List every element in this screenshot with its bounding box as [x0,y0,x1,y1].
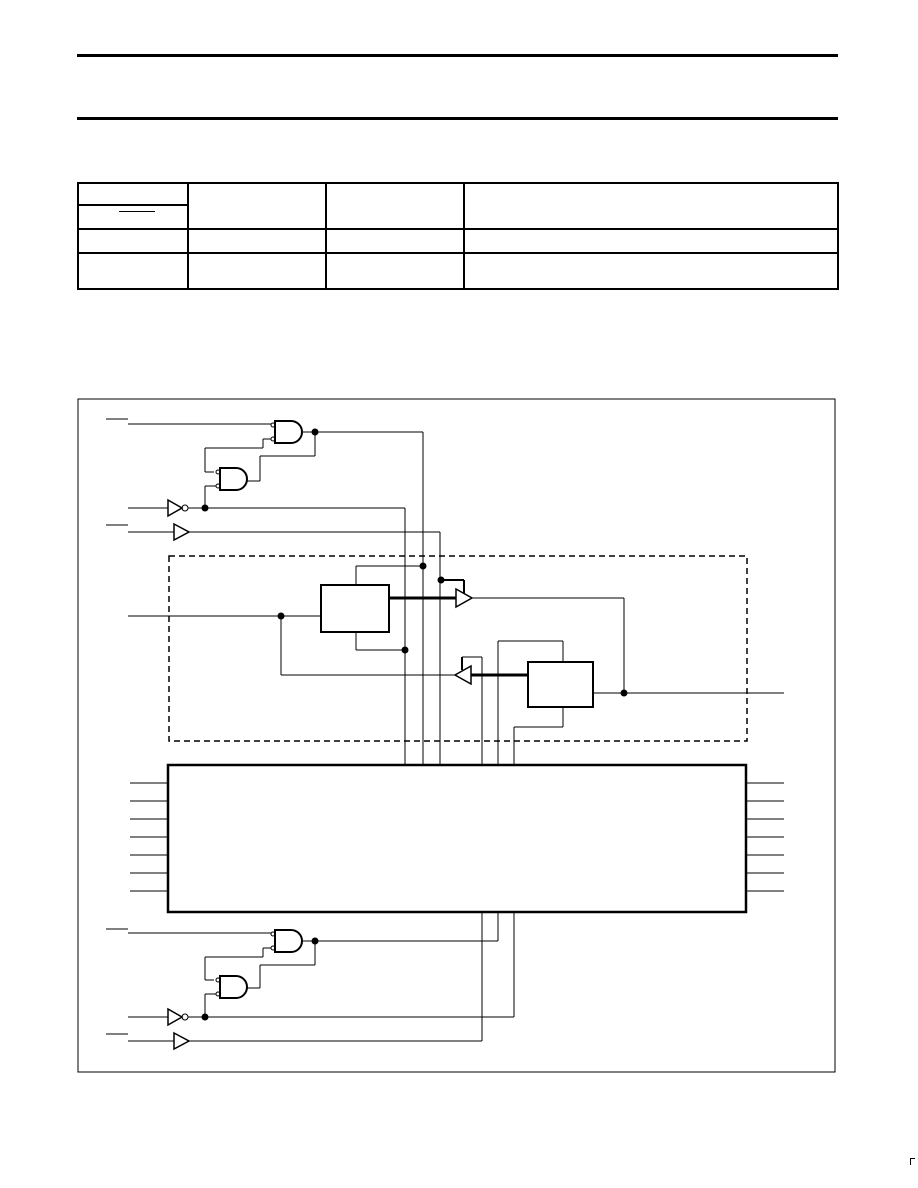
tristate-buffer-icon [455,587,474,609]
register-block [320,584,390,633]
table-row [77,228,839,254]
table-cell [77,252,189,290]
inversion-bubble-icon [215,977,221,983]
io-cell [128,555,784,765]
table-header-subcell [77,204,189,230]
dashed-boundary [168,555,748,742]
buffer-icon [173,522,191,542]
table-cell [77,228,189,254]
table-row [77,252,839,290]
table-cell [325,228,465,254]
top-control-logic [106,418,440,542]
inversion-bubble-icon [215,469,221,475]
and-gate-icon [274,929,303,953]
spec-table [77,182,839,290]
core-block [166,763,748,914]
table-cell [463,228,839,254]
and-gate-icon [274,420,303,444]
left-pin-lines [130,782,168,892]
bottom-control-logic [106,912,515,1051]
table-cell [325,252,465,290]
table-header-cell [77,182,189,206]
corner-mark [910,1158,915,1165]
table-cell [463,252,839,290]
buffer-icon [173,1031,191,1051]
header-rule-top [77,54,838,57]
table-header-cell [187,182,327,230]
table-header-cell [325,182,465,230]
register-block [527,661,594,708]
inversion-bubble-icon [270,422,276,428]
junction-dot [201,1013,209,1021]
junction-dot [620,689,628,697]
inverter-icon [167,1007,184,1027]
and-gate-icon [219,467,248,491]
overbar-mark [119,211,155,212]
table-cell [187,252,327,290]
right-pin-lines [746,782,784,892]
inverter-icon [167,498,184,518]
tristate-buffer-icon [453,664,472,686]
and-gate-icon [219,975,248,999]
diagram-frame [77,398,836,1073]
table-header-cell [463,182,839,230]
core-array-block [130,763,784,914]
table-header-row [77,182,839,230]
header-rule-bottom [77,117,838,120]
table-header-subrow [77,204,838,230]
junction-dot [201,504,209,512]
inversion-bubble-icon [270,931,276,937]
table-cell [187,228,327,254]
